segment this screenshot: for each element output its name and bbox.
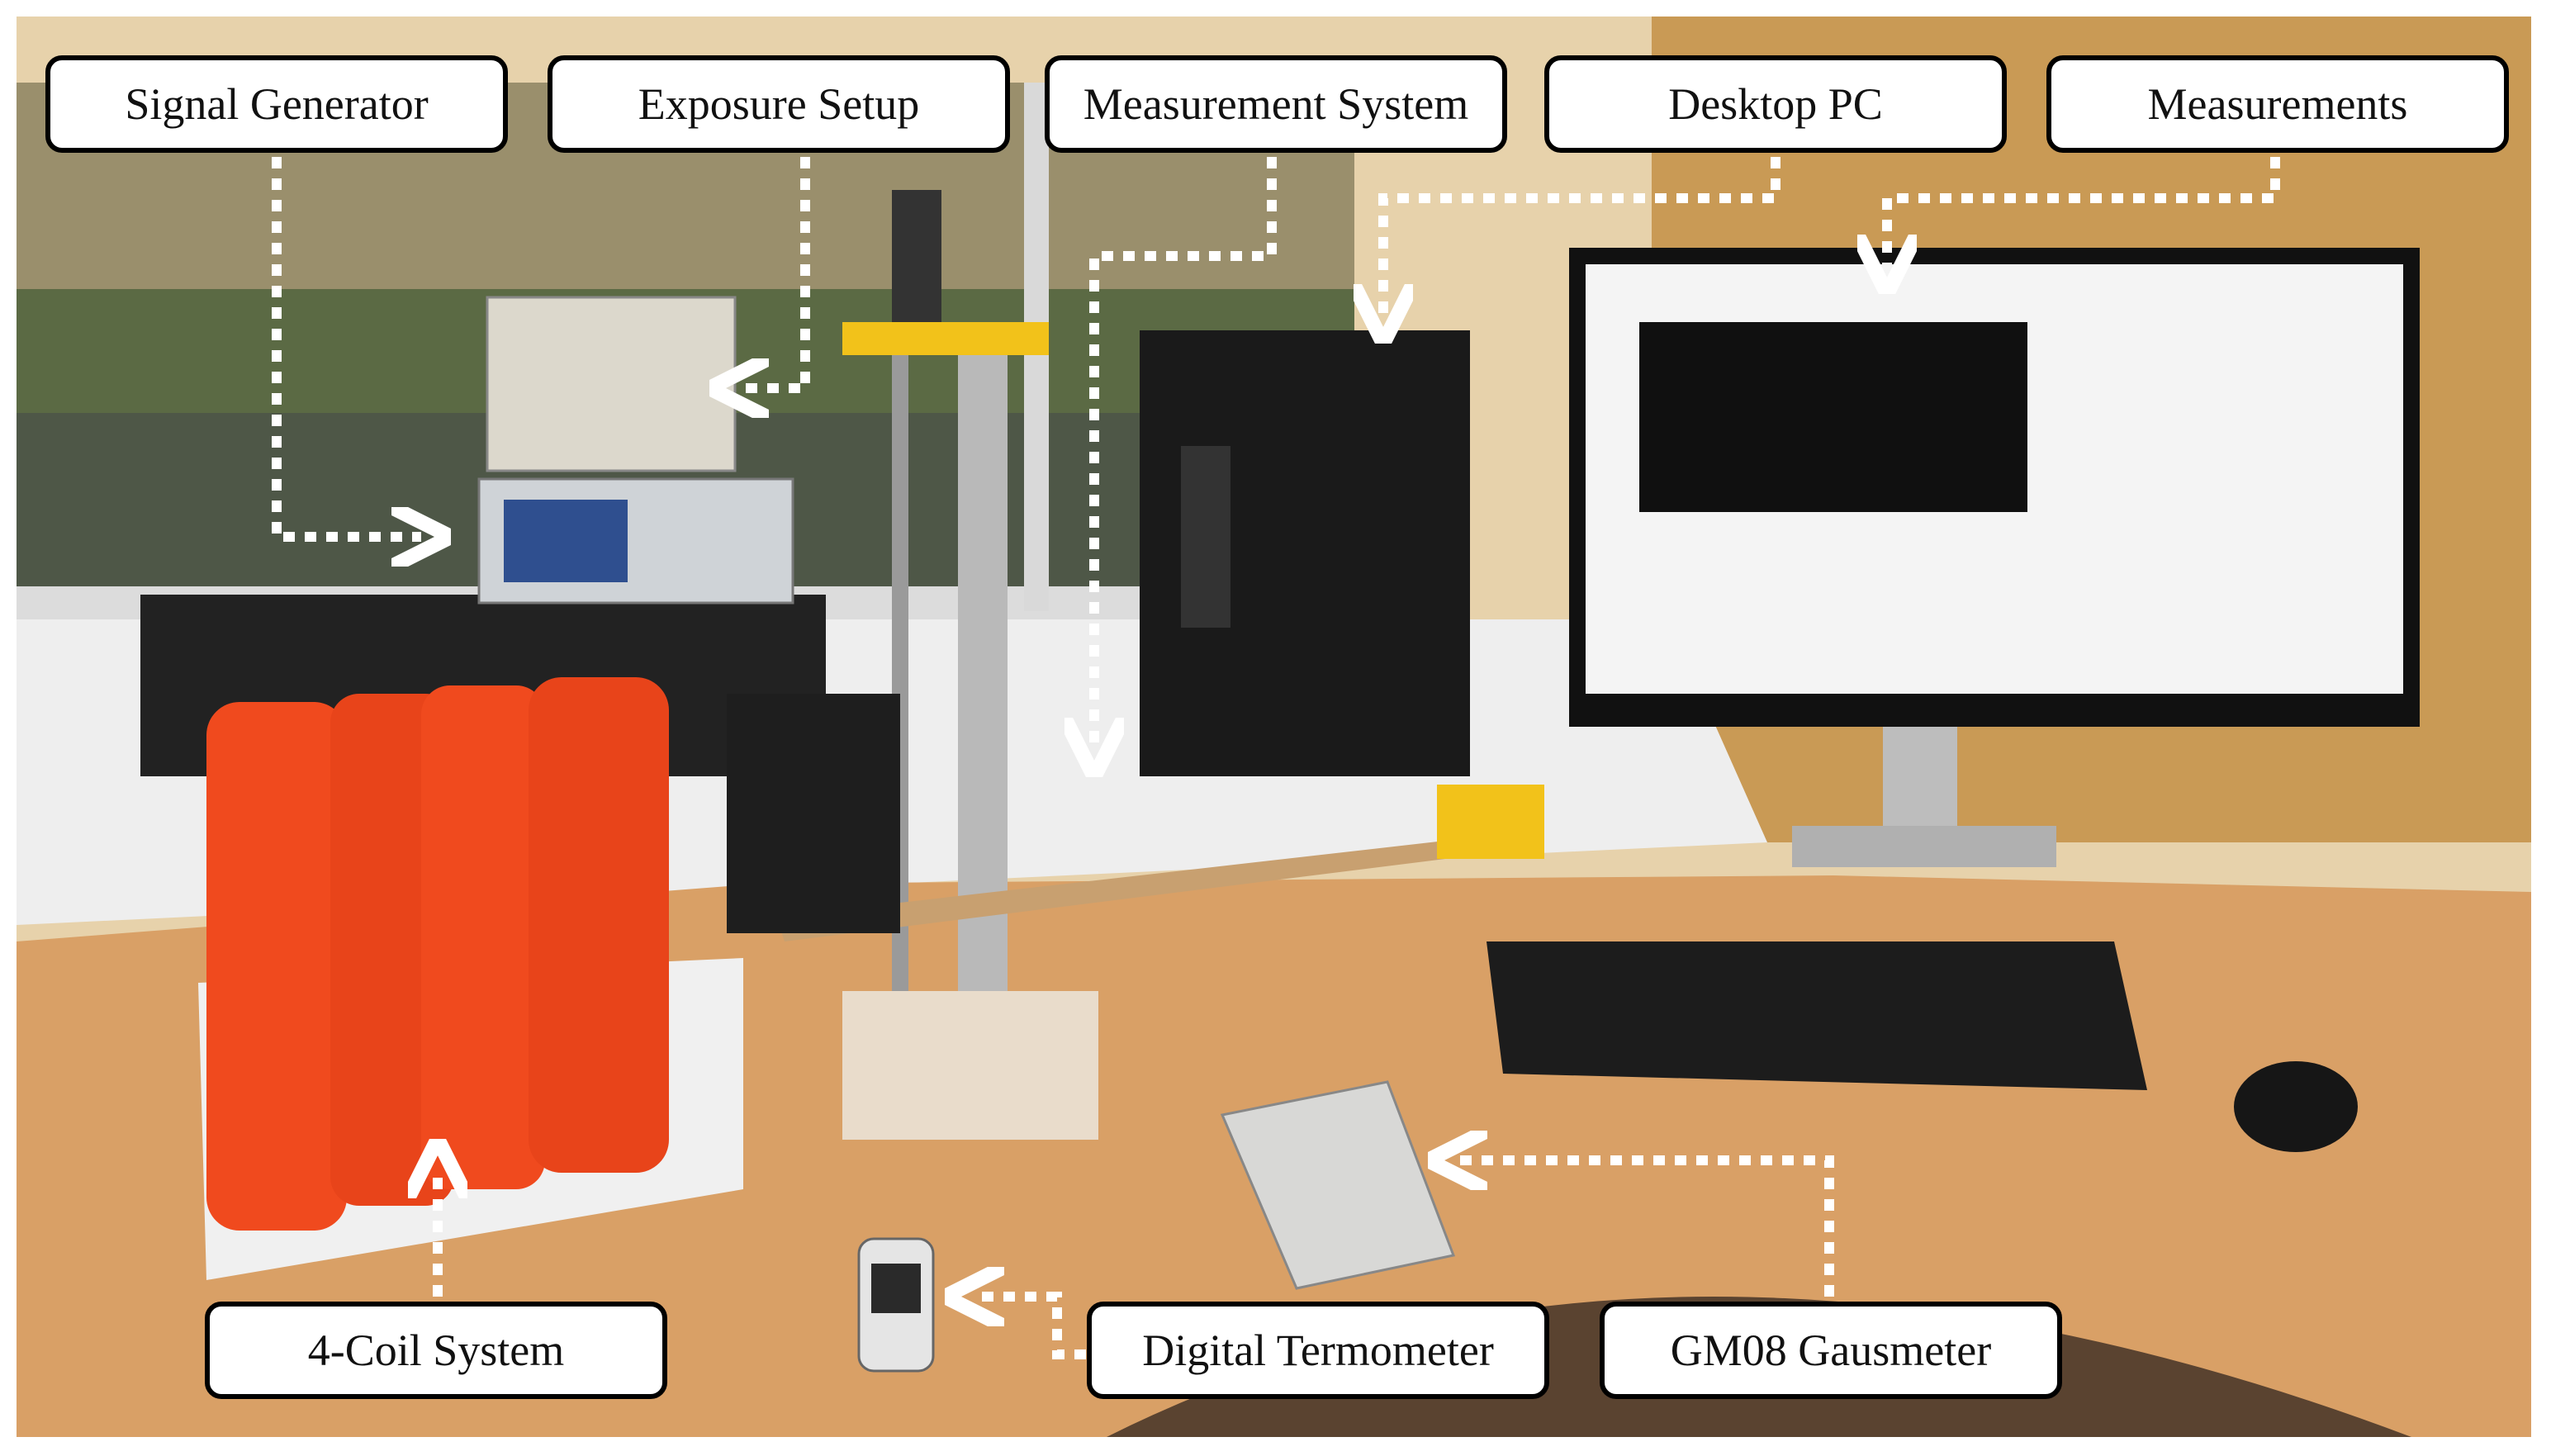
label-exposure-setup: Exposure Setup (548, 55, 1010, 153)
label-signal-generator: Signal Generator (45, 55, 508, 153)
frame-base (842, 991, 1098, 1140)
label-coil-system: 4-Coil System (205, 1302, 667, 1399)
mouse (2234, 1061, 2358, 1152)
signal-generator-screen (504, 500, 628, 582)
motor-block (727, 694, 900, 933)
terminal-window (1639, 322, 2027, 512)
lab-photo (17, 17, 2531, 1437)
coil-4 (529, 677, 669, 1173)
rail-holder (1437, 785, 1544, 859)
rail (776, 834, 1511, 941)
exposure-box (486, 296, 737, 472)
coil-1 (206, 702, 347, 1231)
gausmeter-device (1220, 1080, 1456, 1290)
keyboard (1487, 941, 2147, 1090)
pc-vent (1181, 446, 1230, 628)
stepper-motor (892, 190, 941, 322)
label-measurement-system: Measurement System (1045, 55, 1507, 153)
frame-top (842, 322, 1049, 355)
monitor-stand (1883, 727, 1957, 834)
label-desktop-pc: Desktop PC (1544, 55, 2007, 153)
lab-scene (17, 17, 2531, 1437)
monitor-foot (1792, 826, 2056, 867)
label-gausmeter: GM08 Gausmeter (1600, 1302, 2062, 1399)
thermometer-screen (871, 1264, 921, 1313)
coil-3 (421, 685, 545, 1189)
label-digital-termometer: Digital Termometer (1087, 1302, 1549, 1399)
label-measurements: Measurements (2046, 55, 2509, 153)
frame-column (958, 355, 1008, 1041)
